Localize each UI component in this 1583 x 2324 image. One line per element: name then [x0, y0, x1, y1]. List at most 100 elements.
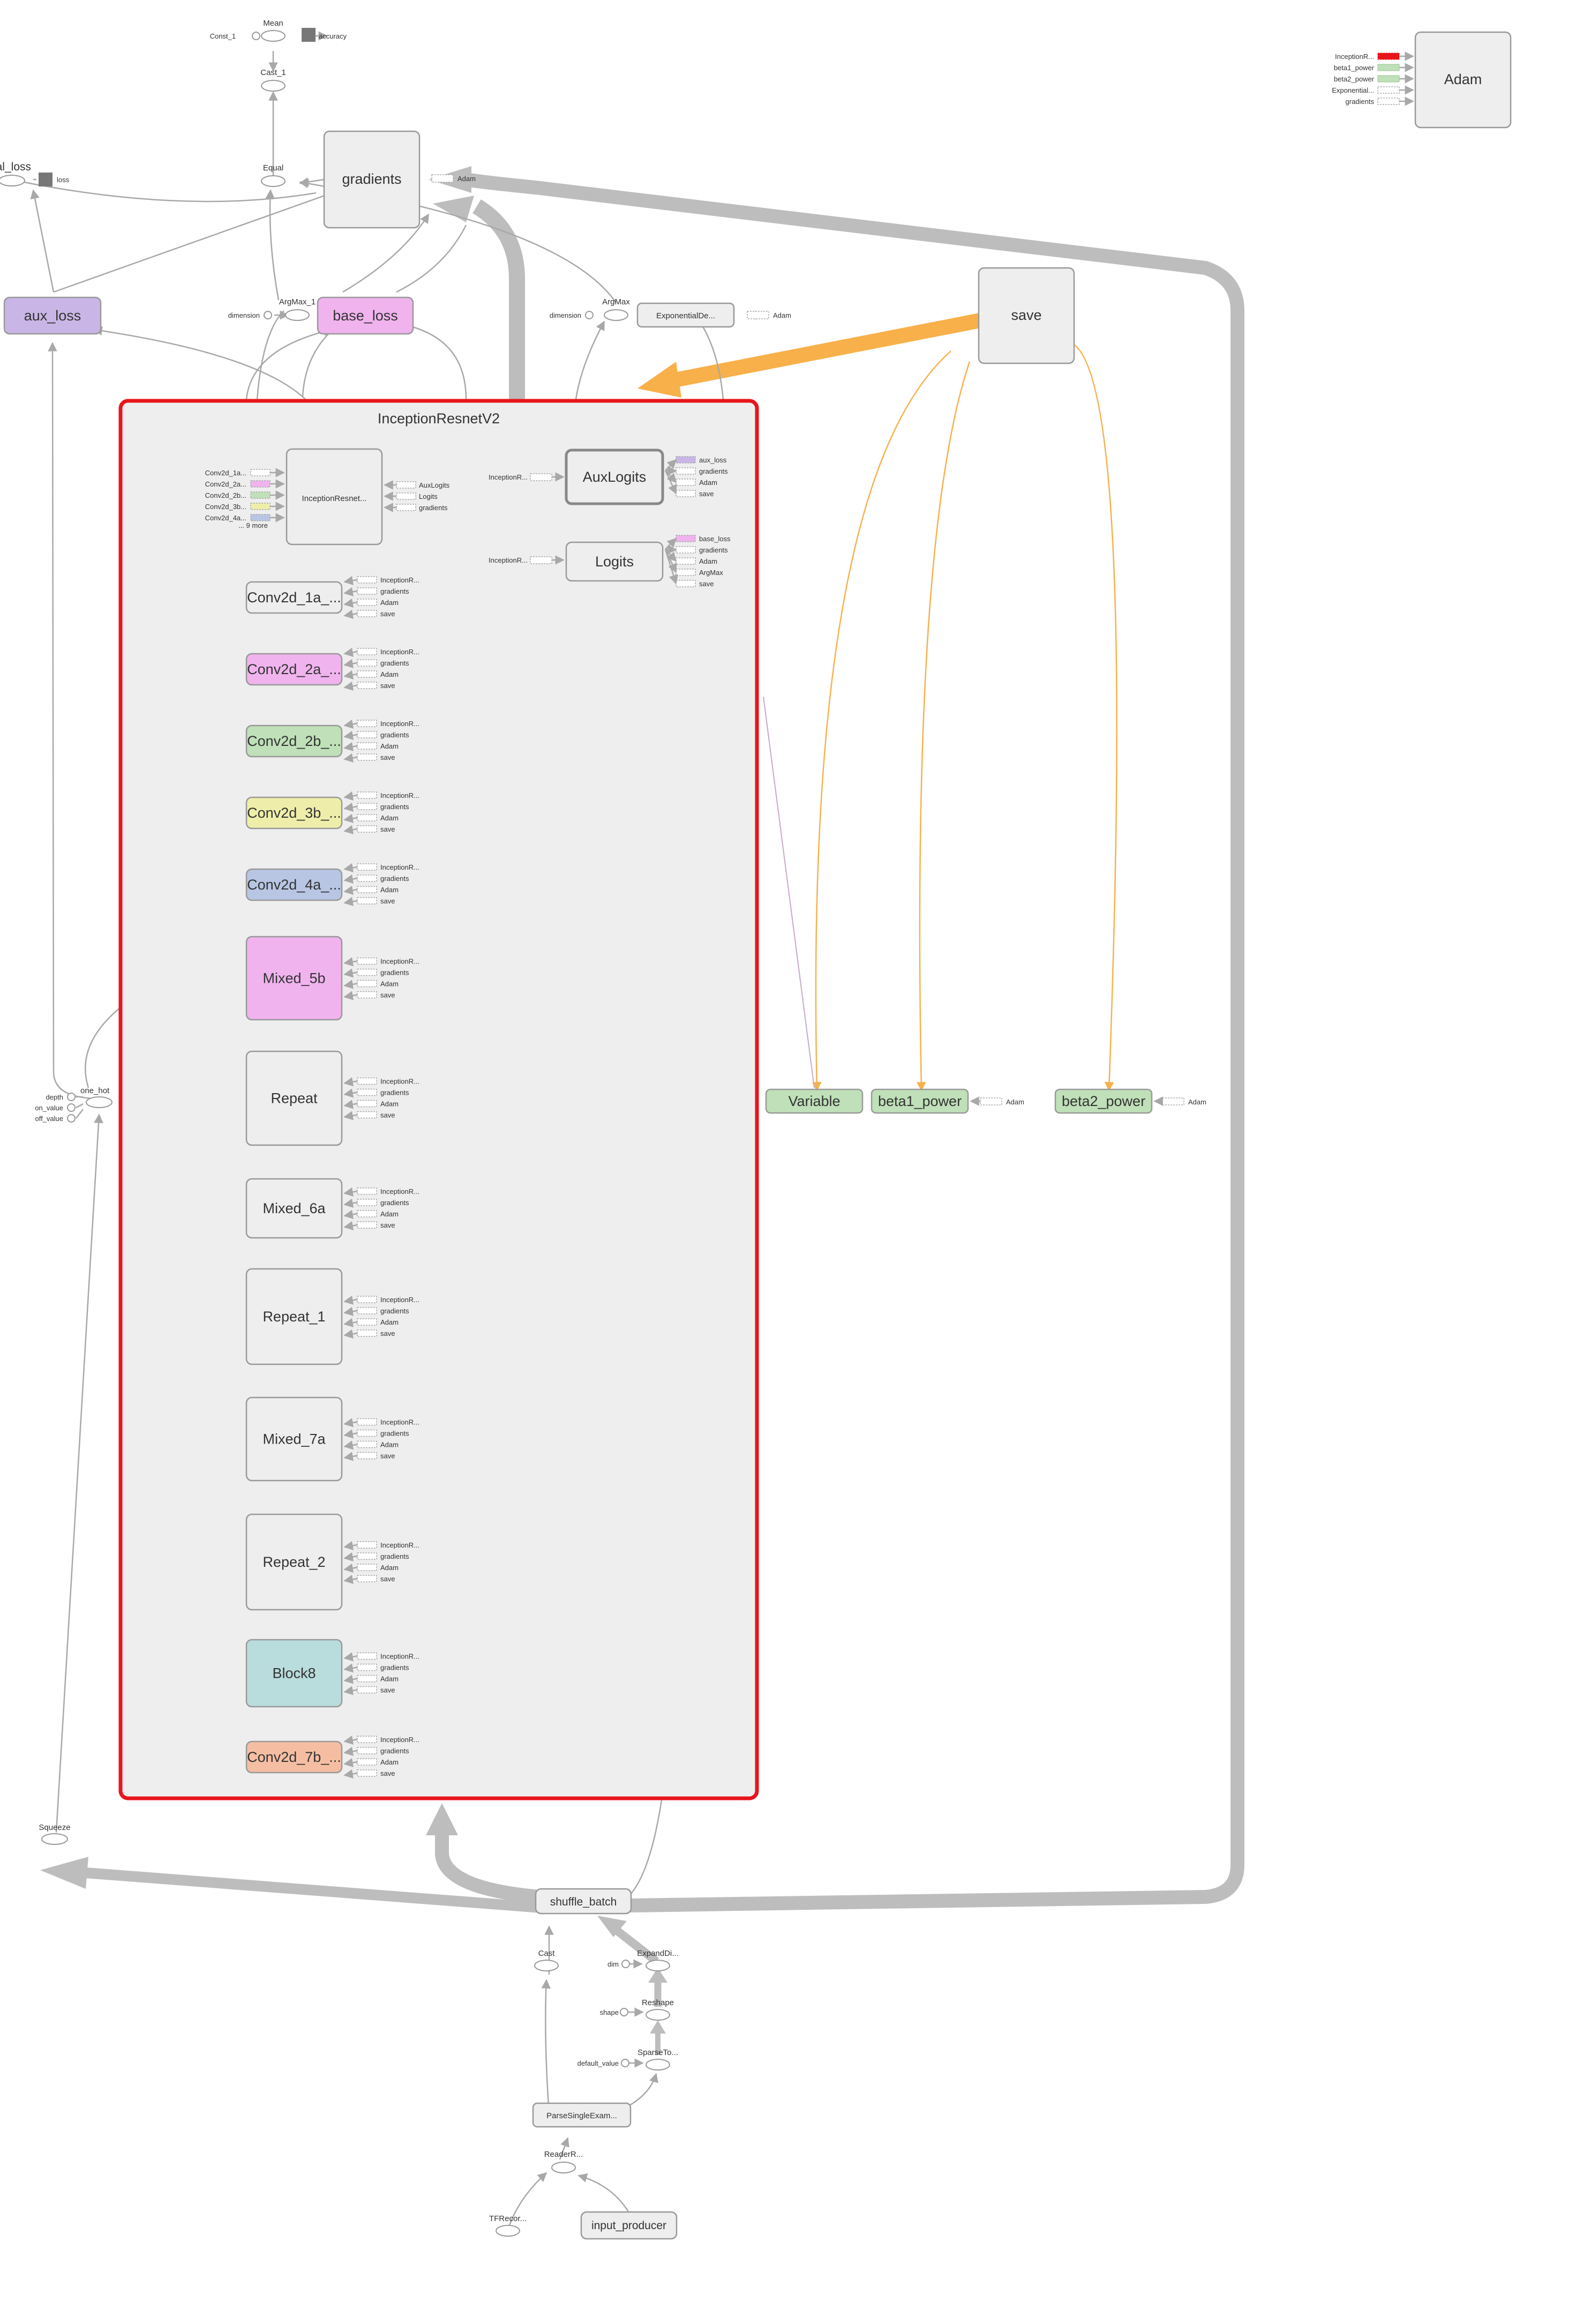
dim-node[interactable]: [621, 1960, 630, 1968]
block-ref-edge: [343, 719, 358, 729]
inception-block[interactable]: [245, 936, 343, 1021]
argmax-label: ArgMax: [602, 297, 630, 307]
expanddi-node[interactable]: [646, 1960, 670, 1971]
parse-node[interactable]: [532, 2102, 632, 2128]
adam-input-2-stub: [1377, 75, 1400, 83]
base-loss-node[interactable]: [317, 296, 414, 335]
onehot-node[interactable]: [86, 1096, 112, 1108]
shape-label: shape: [600, 2008, 619, 2016]
block-ref-label: Adam: [380, 670, 399, 678]
block-ref-label: InceptionR...: [380, 958, 419, 966]
equal-node[interactable]: [261, 175, 286, 187]
logits-outputs-label: ArgMax: [699, 569, 723, 577]
inception-core-node[interactable]: [286, 448, 383, 545]
save-node[interactable]: [978, 267, 1075, 364]
loss-summary-icon[interactable]: [39, 173, 52, 186]
onvalue-node[interactable]: [67, 1103, 76, 1112]
expdecay-node[interactable]: [636, 302, 735, 328]
variable-node[interactable]: [765, 1088, 864, 1114]
depth-label: depth: [46, 1093, 63, 1101]
reader-node[interactable]: [551, 2162, 576, 2173]
block-ref-stub: [357, 1652, 377, 1660]
cast-node[interactable]: [534, 1960, 559, 1971]
core-inputs: Conv2d_1a...Conv2d_2a...Conv2d_2b...Conv…: [205, 468, 285, 522]
inception-group[interactable]: InceptionResnetV2 InceptionResnet... Con…: [118, 399, 759, 1800]
block-ref-edge: [343, 576, 358, 586]
thick-edges: [40, 166, 1244, 2055]
mean-node[interactable]: [261, 30, 286, 42]
block-ref-stub: [357, 1452, 377, 1460]
inception-group-box[interactable]: [118, 399, 759, 1800]
shuffle-batch-node[interactable]: [535, 1888, 632, 1915]
squeeze-node[interactable]: [41, 1833, 68, 1845]
inception-block[interactable]: [245, 1268, 343, 1365]
adam-node[interactable]: [1414, 31, 1512, 129]
inception-block[interactable]: [245, 581, 343, 614]
block-ref-edge: [343, 670, 358, 680]
default-value-node[interactable]: [621, 2059, 629, 2067]
sparseto-node[interactable]: [646, 2059, 670, 2071]
core-output-stub: [396, 492, 416, 500]
argmax-node[interactable]: [604, 309, 628, 321]
offvalue-node[interactable]: [67, 1114, 76, 1123]
core-input-label: Conv2d_1a...: [205, 469, 246, 477]
dimension-node[interactable]: [264, 311, 272, 319]
input-producer-node[interactable]: [580, 2211, 678, 2240]
inception-block[interactable]: [245, 1639, 343, 1708]
gradients-node[interactable]: [323, 130, 421, 229]
auxlogits-outputs-label: aux_loss: [699, 456, 727, 464]
shape-node[interactable]: [620, 2008, 628, 2016]
inception-block[interactable]: [245, 868, 343, 901]
block-ref-label: save: [380, 1221, 395, 1229]
logits-node[interactable]: [565, 541, 664, 582]
block-ref-stub: [357, 814, 377, 821]
cast1-node[interactable]: [261, 80, 286, 92]
beta2-node[interactable]: [1054, 1088, 1153, 1114]
auxlogits-node[interactable]: [565, 449, 664, 505]
edge-shuffle-to-inception-head: [426, 1803, 458, 1835]
block-ref-edge: [343, 813, 358, 824]
block-ref-label: save: [380, 753, 395, 761]
block-ref-label: save: [380, 825, 395, 833]
block-ref-stub: [357, 1307, 377, 1314]
aux-loss-node[interactable]: [3, 296, 102, 335]
core-input-label: Conv2d_2a...: [205, 480, 246, 488]
core-input-stub: [250, 503, 271, 510]
block-ref-stub: [357, 1111, 377, 1119]
left-nodes: one_hot depth on_value off_value Squeeze: [35, 1086, 112, 1845]
logits-outputs-label: save: [699, 580, 714, 588]
logits-in-stub: [530, 556, 552, 564]
block-ref-edge: [343, 1329, 358, 1339]
dimension2-node[interactable]: [585, 311, 594, 319]
inception-block[interactable]: [245, 1396, 343, 1482]
inception-block[interactable]: [245, 653, 343, 686]
inception-block[interactable]: [245, 1050, 343, 1146]
tfrecord-node[interactable]: [496, 2225, 520, 2237]
block-ref-edge: [343, 1663, 358, 1673]
const1-node[interactable]: [252, 32, 260, 40]
core-input-stub: [250, 469, 271, 476]
block-ref-edge: [343, 1652, 358, 1662]
beta1-label: beta1_power: [878, 1093, 962, 1109]
inception-block[interactable]: [245, 724, 343, 758]
depth-node[interactable]: [67, 1093, 76, 1101]
block-ref-label: gradients: [380, 587, 409, 595]
reshape-node[interactable]: [646, 2009, 670, 2021]
block-ref-label: InceptionR...: [380, 1418, 419, 1426]
block-ref-label: gradients: [380, 1747, 409, 1755]
dim-label: dim: [607, 1960, 619, 1968]
block-ref-edge: [343, 609, 358, 619]
beta1-node[interactable]: [871, 1088, 969, 1114]
block-ref-label: Adam: [380, 1210, 399, 1218]
inception-block[interactable]: [245, 796, 343, 830]
inception-block[interactable]: [245, 1178, 343, 1239]
total-loss-node[interactable]: [0, 175, 25, 186]
argmax1-node[interactable]: [285, 309, 310, 321]
inception-block[interactable]: [245, 1740, 343, 1774]
edge-inception-baseloss-2: [245, 327, 333, 400]
block-ref-edge: [343, 1077, 358, 1087]
block-ref-stub: [357, 1769, 377, 1777]
inception-block[interactable]: [245, 1513, 343, 1611]
summary-icon[interactable]: [302, 28, 316, 42]
